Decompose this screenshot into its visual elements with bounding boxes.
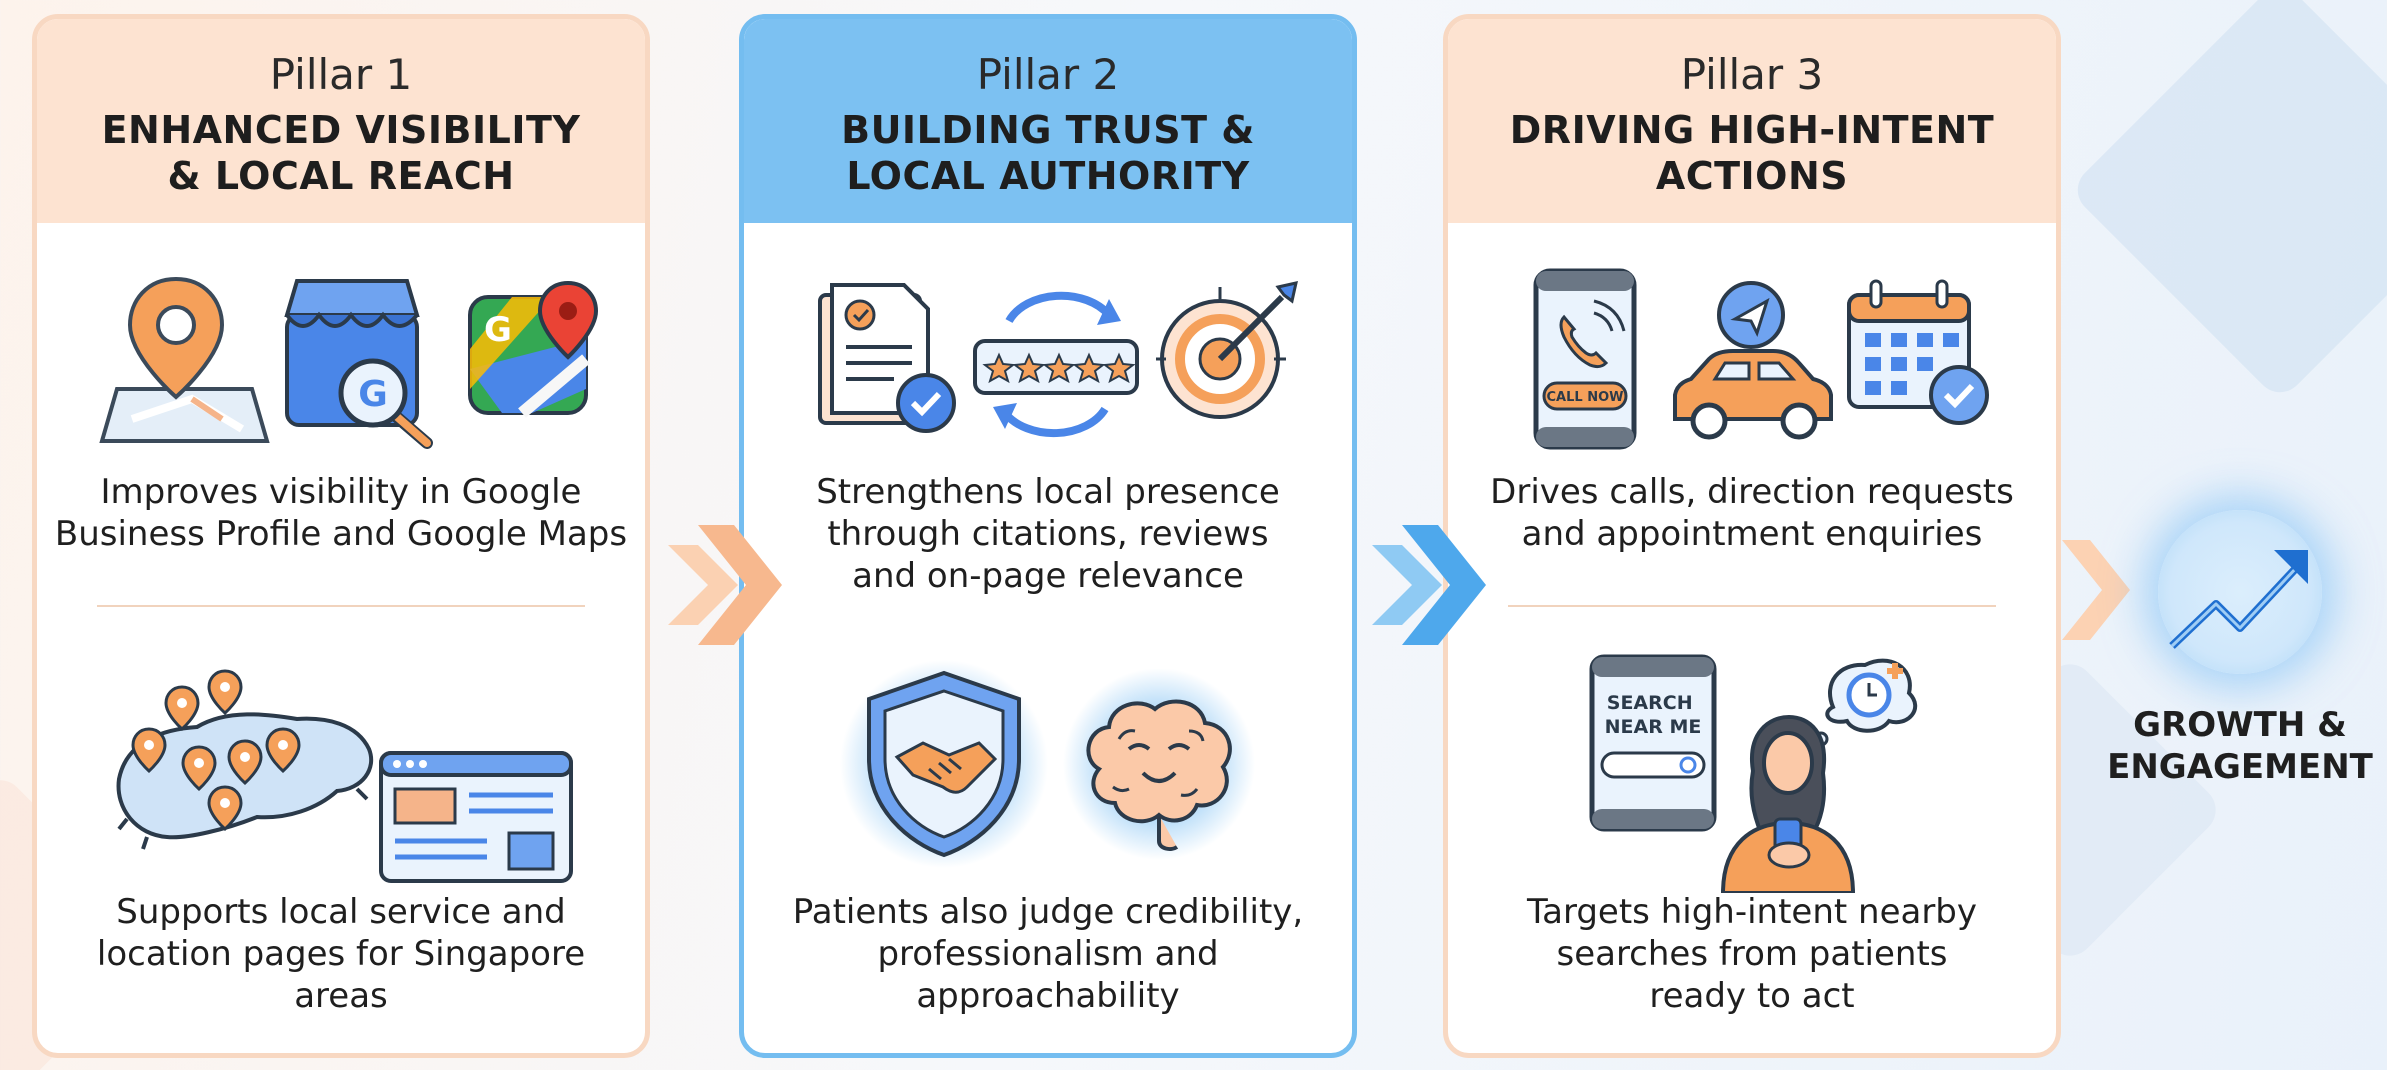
- growth-engagement-label: GROWTH & ENGAGEMENT: [2107, 705, 2373, 787]
- woman-phone-icon: [1720, 658, 1918, 893]
- pillar-1-top-icons: G G: [37, 269, 645, 459]
- trend-up-icon: [2169, 550, 2308, 649]
- background-shape: [2067, 0, 2387, 403]
- pillar-3-bottom-icons: SEARCH NEAR ME: [1448, 643, 2056, 893]
- pillar-2-title: BUILDING TRUST & LOCAL AUTHORITY: [841, 108, 1255, 198]
- web-page-icon: [379, 751, 573, 883]
- search-near-me-line-1: SEARCH: [1607, 692, 1693, 714]
- google-letter-text: G: [358, 374, 388, 415]
- pillar-2-header: Pillar 2 BUILDING TRUST & LOCAL AUTHORIT…: [744, 19, 1352, 223]
- pillar-1-title: ENHANCED VISIBILITY & LOCAL REACH: [101, 108, 581, 198]
- pillar-3-label: Pillar 3: [1680, 50, 1824, 99]
- car-direction-icon: [1673, 281, 1833, 440]
- pillar-1-caption-top: Improves visibility in Google Business P…: [54, 472, 628, 554]
- google-letter-text: G: [484, 310, 512, 350]
- pillar-3-divider: [1508, 605, 1996, 607]
- calendar-check-icon: [1847, 279, 1989, 425]
- google-business-store-icon: G: [284, 279, 433, 449]
- shield-handshake-icon: [840, 660, 1048, 868]
- flow-arrow-1-icon: [668, 525, 782, 645]
- brain-icon: [1063, 669, 1255, 860]
- pillar-3-card: Pillar 3 DRIVING HIGH-INTENT ACTIONS CAL…: [1443, 14, 2061, 1058]
- pillar-2-card: Pillar 2 BUILDING TRUST & LOCAL AUTHORIT…: [739, 14, 1357, 1058]
- search-near-me-line-2: NEAR ME: [1605, 716, 1702, 738]
- singapore-map-icon: [116, 669, 374, 850]
- pillar-3-title: DRIVING HIGH-INTENT ACTIONS: [1509, 108, 1995, 198]
- target-icon: [1156, 281, 1298, 419]
- pillar-3-header: Pillar 3 DRIVING HIGH-INTENT ACTIONS: [1448, 19, 2056, 223]
- document-check-icon: [818, 283, 956, 433]
- pillar-1-bottom-icons: [37, 649, 645, 889]
- call-now-text: CALL NOW: [1547, 390, 1624, 405]
- pillar-2-bottom-icons: [744, 659, 1352, 889]
- flow-arrow-3-icon: [2062, 540, 2130, 640]
- pillar-1-header: Pillar 1 ENHANCED VISIBILITY & LOCAL REA…: [37, 19, 645, 223]
- pillar-3-caption-top: Drives calls, direction requests and app…: [1490, 472, 2014, 554]
- pillar-2-label: Pillar 2: [976, 50, 1120, 99]
- pillar-3-top-icons: CALL NOW: [1448, 265, 2056, 455]
- growth-circle: [2158, 510, 2322, 674]
- pillar-1-label: Pillar 1: [269, 50, 413, 99]
- google-maps-icon: G: [468, 280, 599, 418]
- star-review-icon: [973, 291, 1139, 438]
- pillar-3-caption-bottom: Targets high-intent nearby searches from…: [1526, 892, 1978, 1016]
- phone-call-icon: CALL NOW: [1533, 268, 1637, 450]
- flow-arrow-2-icon: [1372, 525, 1486, 645]
- map-pin-icon: [99, 276, 270, 443]
- search-near-me-phone-icon: SEARCH NEAR ME: [1589, 654, 1717, 832]
- search-near-me-text: SEARCH NEAR ME: [1605, 692, 1702, 738]
- pillar-2-caption-top: Strengthens local presence through citat…: [816, 472, 1280, 596]
- pillar-1-caption-bottom: Supports local service and location page…: [96, 892, 586, 1016]
- pillar-2-caption-bottom: Patients also judge credibility, profess…: [792, 892, 1304, 1016]
- pillar-1-divider: [97, 605, 585, 607]
- pillar-2-top-icons: [744, 269, 1352, 459]
- pillar-1-card: Pillar 1 ENHANCED VISIBILITY & LOCAL REA…: [32, 14, 650, 1058]
